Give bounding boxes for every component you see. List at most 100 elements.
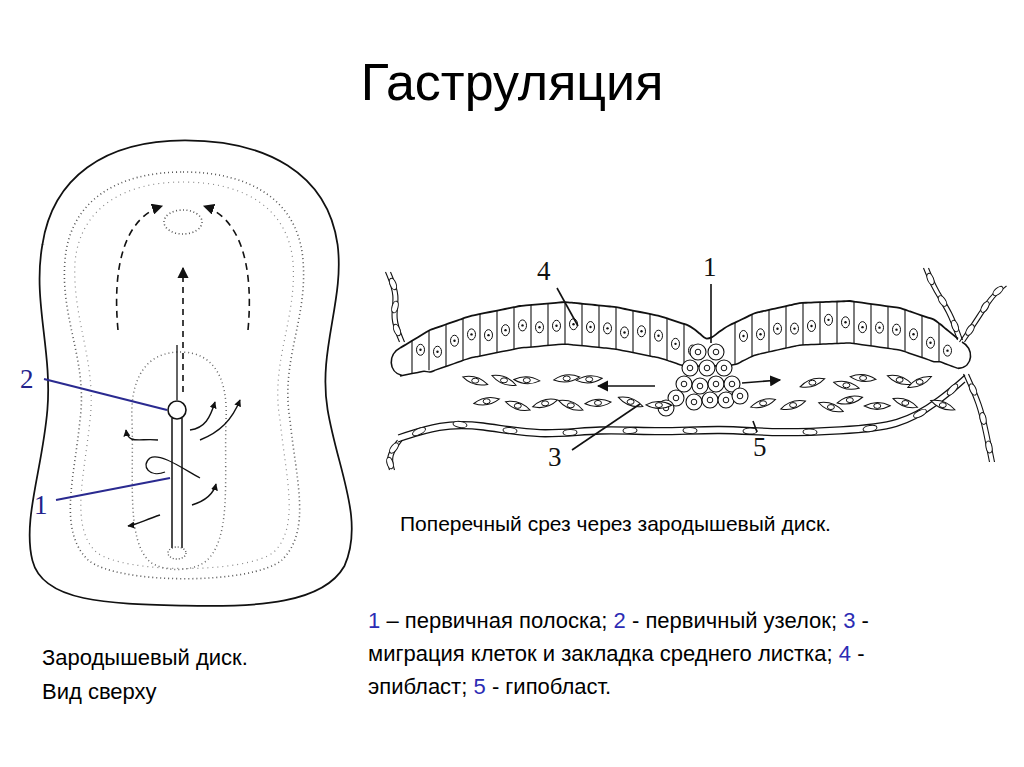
hypoblast-nucleus [803, 429, 817, 436]
nucleus [434, 346, 442, 357]
nucleus [825, 314, 833, 325]
migration-arrow [742, 380, 780, 383]
cell-arrow [128, 515, 160, 526]
mesoderm-cell [799, 375, 826, 390]
nucleus [723, 397, 729, 403]
nucleus [417, 344, 425, 355]
streak-cell [718, 392, 734, 408]
primitive-node [168, 401, 186, 419]
nucleolus [861, 326, 863, 328]
figure-caption: Поперечный срез через зародышевый диск. [400, 512, 831, 536]
nucleolus [929, 342, 931, 344]
leader-line [44, 379, 167, 410]
cell-arrow [146, 457, 200, 478]
epiblast-edge [391, 348, 402, 376]
key-number: 2 [614, 608, 626, 633]
nucleus [695, 349, 701, 355]
hypoblast-nucleus [563, 429, 577, 435]
nucleus [485, 330, 493, 341]
nucleus [553, 320, 561, 331]
cell-wall [887, 306, 888, 348]
cell-wall [445, 324, 446, 366]
cell-arrow [190, 402, 215, 430]
nucleus [757, 329, 765, 340]
streak-region [132, 352, 226, 570]
mesoderm-cell [850, 373, 877, 383]
mesoderm-cell [906, 373, 933, 390]
cell-wall [598, 305, 599, 347]
cell-arrow [192, 484, 216, 505]
mesoderm-cell [836, 394, 863, 406]
notochord-line [176, 345, 177, 400]
spindle-nucleus [388, 441, 400, 454]
nucleolus [555, 325, 557, 327]
nucleus [790, 403, 797, 408]
nucleus [691, 399, 697, 405]
section-leaders [557, 284, 757, 450]
streak-cell [682, 360, 698, 376]
cell-wall [615, 307, 616, 349]
callout-number: 1 [34, 490, 48, 521]
migration-arrow [204, 206, 249, 330]
nucleus [672, 338, 680, 349]
nucleus [774, 323, 782, 334]
cell-wall [921, 316, 922, 358]
cell-wall [632, 311, 633, 353]
callout-number: 2 [20, 364, 34, 395]
nucleus [842, 317, 850, 328]
nucleus [638, 326, 646, 337]
epiblast-bottom [400, 343, 958, 376]
nucleolus [487, 334, 489, 336]
nucleus [514, 403, 521, 408]
spindle-nucleus [391, 300, 400, 313]
nucleus [808, 320, 816, 331]
hypoblast-nucleus [683, 427, 697, 433]
primitive-streak [171, 418, 173, 548]
spindle-chain [964, 374, 990, 462]
slide-title: Гаструляция [0, 52, 1024, 112]
leader-line [753, 421, 757, 432]
nucleolus [946, 349, 948, 351]
cell-arrow [126, 430, 158, 440]
nucleolus [589, 326, 591, 328]
migration-arrow [117, 206, 162, 330]
streak-cell [692, 378, 708, 394]
cell-wall [530, 305, 531, 347]
streak-cell [699, 360, 715, 376]
cell-wall [904, 310, 905, 352]
nucleus [737, 393, 743, 399]
cell-wall [496, 311, 497, 353]
cell-wall [768, 310, 769, 352]
nucleus [713, 349, 719, 355]
nucleus [740, 330, 748, 341]
mesoderm-cells [462, 372, 956, 414]
nucleus [627, 399, 634, 404]
nucleolus [538, 326, 540, 328]
nucleolus [436, 351, 438, 353]
leader-line [710, 284, 712, 343]
leader-line [557, 288, 578, 326]
mesoderm-cell [491, 372, 518, 388]
hypoblast-nucleus [453, 420, 468, 428]
nucleus [721, 365, 727, 371]
nucleolus [606, 327, 608, 329]
nucleus [729, 381, 735, 387]
figure-caption: Зародышевый диск. Вид сверху [42, 641, 267, 709]
mesoderm-cell [462, 374, 489, 388]
cell-wall [428, 331, 429, 371]
nucleus [483, 399, 490, 404]
streak-cell [708, 376, 724, 392]
key-number: 1 [368, 608, 380, 633]
cell-wall [649, 314, 650, 356]
mesoderm-cell [892, 395, 919, 410]
nucleus [896, 377, 903, 382]
hypoblast-nucleus [863, 424, 878, 432]
nucleolus [878, 326, 880, 328]
nucleus [586, 377, 593, 382]
spindle-chain [969, 374, 995, 462]
hypoblast-nucleus [503, 427, 518, 434]
nucleolus [912, 333, 914, 335]
mesoderm-cell [553, 373, 580, 383]
nucleus [542, 401, 549, 406]
nucleus [707, 397, 713, 403]
